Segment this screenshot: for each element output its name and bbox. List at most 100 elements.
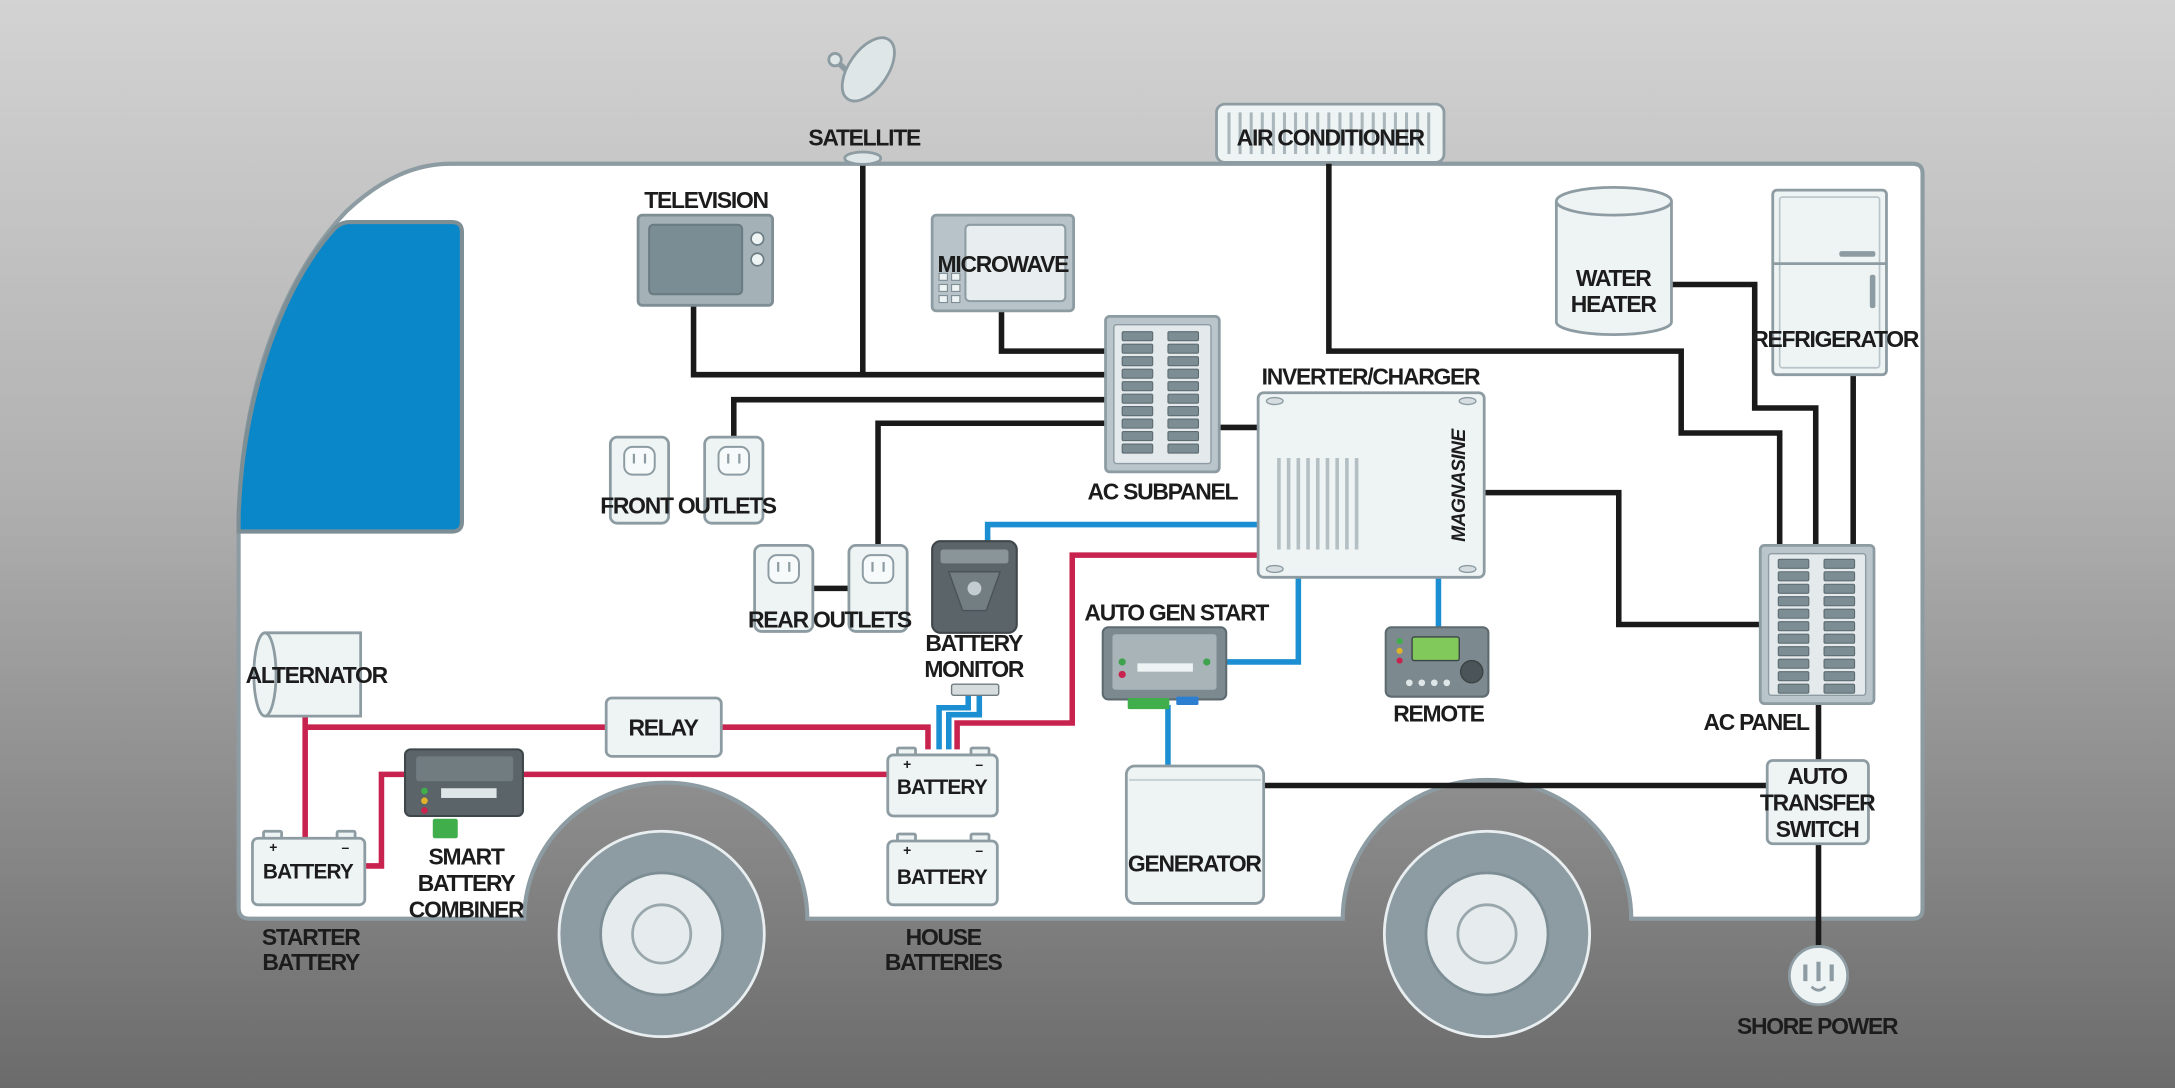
alternator-icon [252, 631, 363, 718]
breaker-switch [1823, 633, 1856, 644]
outlet-icon [753, 544, 815, 633]
remote-panel [1384, 626, 1490, 698]
ac-wiring [690, 159, 1856, 947]
battery-negative-terminal-label: – [342, 839, 350, 855]
water-heater-wire [1671, 281, 1819, 546]
breaker-switch [1167, 418, 1200, 429]
breaker-switch [1823, 646, 1856, 657]
ac-subpanel-breakers [1121, 331, 1200, 454]
windshield [236, 219, 464, 534]
breaker-switch [1777, 658, 1810, 669]
refrigerator-icon [1771, 188, 1888, 377]
breaker-switch [1121, 443, 1154, 454]
breaker-switch [1167, 368, 1200, 379]
battery-monitor-label-line2: MONITOR [924, 656, 1025, 682]
breaker-switch [1777, 571, 1810, 582]
inverter-logo: MAGNASINE [1448, 428, 1470, 542]
auto-gen-start-device [1101, 626, 1228, 710]
starter-battery-box-label: BATTERY [263, 860, 354, 883]
breaker-switch [1167, 406, 1200, 417]
monitor-battery-wire-b [946, 693, 983, 750]
ac-subpanel-label: AC SUBPANEL [1088, 479, 1239, 505]
breaker-switch [1823, 583, 1856, 594]
breaker-switch [1823, 671, 1856, 682]
inverter-monitor-wire [984, 521, 1259, 544]
breaker-switch [1167, 431, 1200, 442]
relay-battery-wire [721, 724, 931, 750]
battery-negative-terminal-label: – [975, 756, 983, 772]
shore-power-plug-icon [1787, 945, 1850, 1007]
breaker-switch [1823, 683, 1856, 694]
battery-positive-terminal-label: + [269, 839, 277, 855]
shore-power-label: SHORE POWER [1737, 1013, 1899, 1039]
rear-outlets-wire [875, 420, 1106, 546]
air-conditioner-wire [1326, 162, 1783, 546]
outlet-icon [703, 435, 765, 525]
starter-battery-label-line1: STARTER [262, 924, 361, 950]
auto-transfer-switch-label-line1: AUTO [1787, 763, 1847, 789]
breaker-switch [1777, 621, 1810, 632]
breaker-switch [1823, 558, 1856, 569]
breaker-switch [1121, 393, 1154, 404]
television-wire [690, 305, 1106, 378]
alternator-label: ALTERNATOR [246, 662, 389, 688]
inverter-gen-start-wire [1226, 577, 1302, 665]
breaker-switch [1777, 596, 1810, 607]
breaker-switch [1167, 443, 1200, 454]
microwave-icon [930, 213, 1076, 313]
relay-box [604, 696, 723, 758]
monitor-battery-wire-a [936, 693, 971, 750]
breaker-switch [1823, 571, 1856, 582]
microwave-wire [998, 310, 1106, 354]
battery-negative-terminal-label: – [975, 842, 983, 858]
breaker-switch [1823, 608, 1856, 619]
breaker-switch [1823, 596, 1856, 607]
dc-wiring [302, 552, 1259, 869]
generator-label: GENERATOR [1128, 851, 1262, 877]
breaker-switch [1121, 418, 1154, 429]
satellite-label: SATELLITE [808, 125, 921, 151]
auto-transfer-switch-box [1765, 759, 1870, 846]
refrigerator-label: REFRIGERATOR [1752, 326, 1920, 352]
breaker-switch [1823, 658, 1856, 669]
inverter-charger-label: INVERTER/CHARGER [1262, 363, 1481, 389]
television-icon [636, 213, 775, 307]
smart-battery-combiner-label-line2: BATTERY [418, 870, 516, 896]
rear-outlets [753, 544, 909, 633]
breaker-switch [1777, 683, 1810, 694]
water-heater-label-line1: WATER [1576, 265, 1652, 291]
breaker-switch [1167, 331, 1200, 342]
generator-icon [1124, 764, 1266, 905]
ac-panel-breakers [1777, 558, 1856, 694]
air-conditioner-unit [1215, 102, 1446, 164]
rear-wheel [1382, 829, 1592, 1039]
battery-positive-terminal-label: + [903, 756, 911, 772]
auto-gen-start-label: AUTO GEN START [1084, 599, 1269, 625]
inverter-grille [1277, 457, 1359, 550]
breaker-switch [1121, 431, 1154, 442]
breaker-switch [1121, 343, 1154, 354]
breaker-switch [1777, 583, 1810, 594]
inverter-charger-unit: MAGNASINE [1256, 391, 1486, 579]
breaker-switch [1777, 633, 1810, 644]
front-outlets-wire [731, 396, 1106, 438]
breaker-switch [1121, 406, 1154, 417]
communication-wiring [936, 521, 1442, 767]
remote-label: REMOTE [1393, 701, 1484, 727]
breaker-switch [1167, 393, 1200, 404]
outlet-icon [847, 544, 909, 633]
breaker-switch [1777, 646, 1810, 657]
front-outlets [608, 435, 765, 525]
inverter-battery-wire [954, 552, 1259, 750]
breaker-switch [1167, 356, 1200, 367]
auto-transfer-switch-label-line3: SWITCH [1776, 816, 1859, 842]
auto-transfer-switch-label-line2: TRANSFER [1760, 789, 1876, 815]
smart-battery-combiner-device [403, 748, 524, 839]
house-battery-icon [886, 832, 999, 907]
breaker-switch [1167, 343, 1200, 354]
rear-outlets-label: REAR OUTLETS [748, 606, 912, 632]
microwave-keypad [938, 272, 961, 304]
air-conditioner-label: AIR CONDITIONER [1237, 125, 1426, 151]
front-wheel [557, 829, 766, 1039]
front-outlets-label: FRONT OUTLETS [600, 492, 777, 518]
